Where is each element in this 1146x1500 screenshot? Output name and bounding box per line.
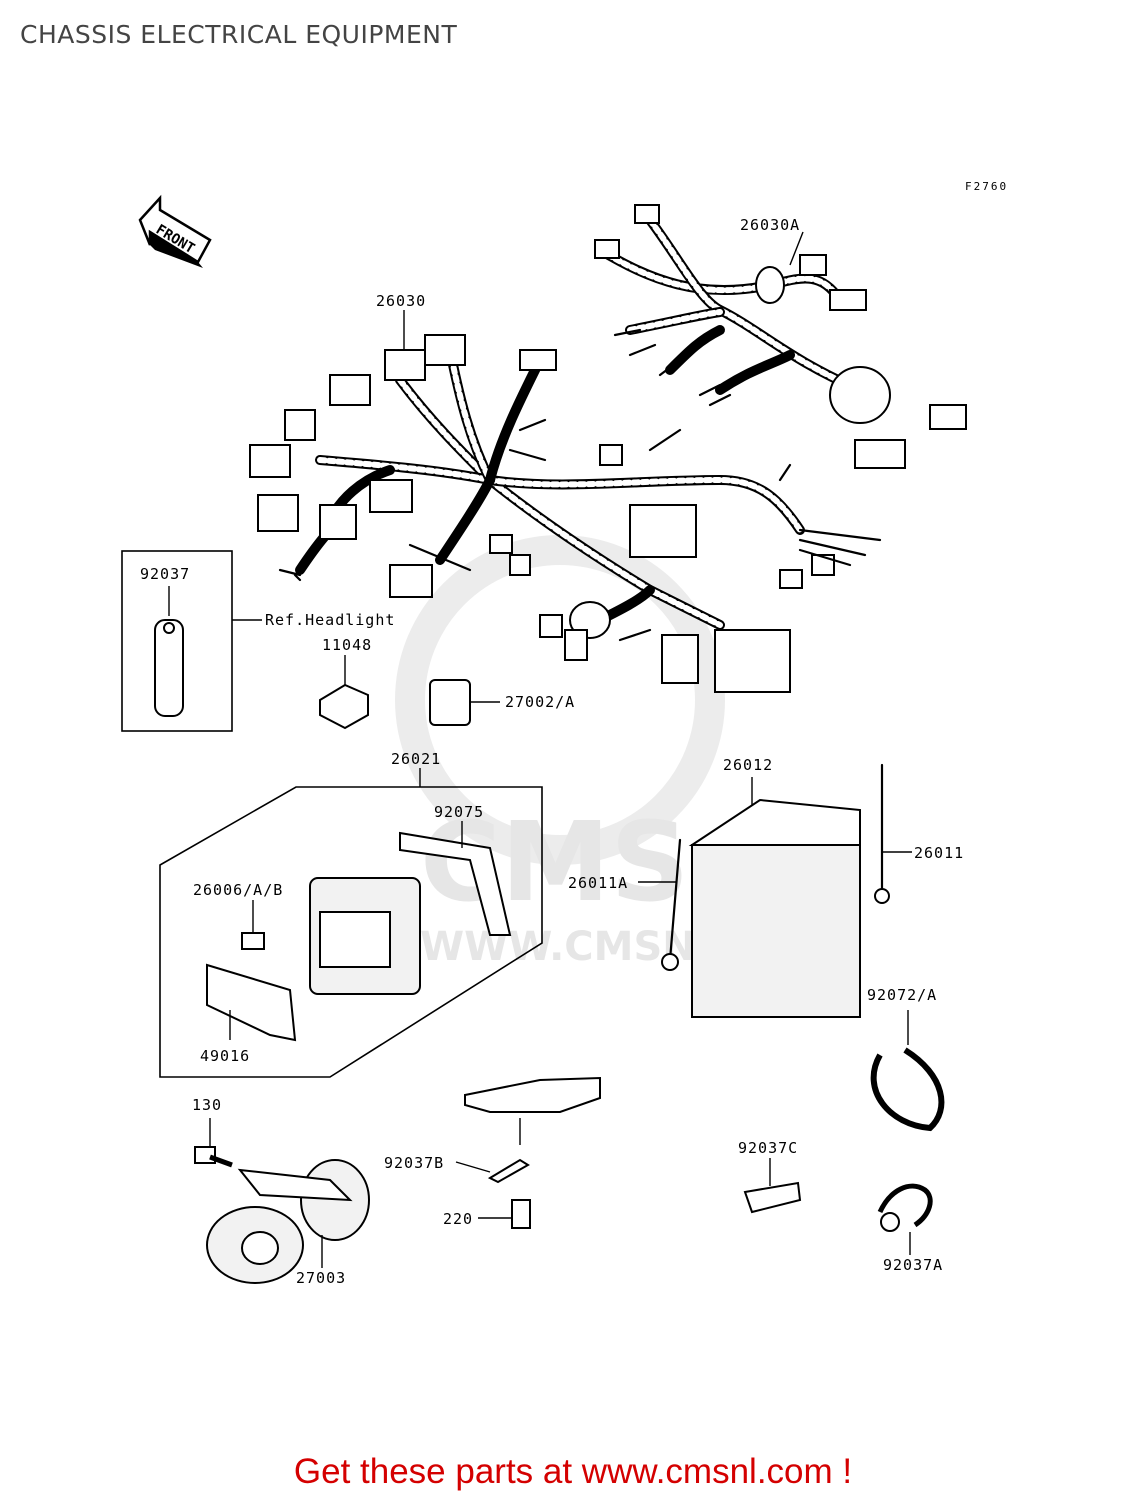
battery-26012 [688,777,861,1018]
callout-92037c: 92037C [738,1139,798,1157]
callout-27003: 27003 [296,1269,346,1287]
callout-130: 130 [192,1096,222,1114]
figure-code: F2760 [965,180,1008,193]
callout-92037b: 92037B [384,1154,444,1172]
bolt-130 [194,1118,233,1168]
bracket-92037b [455,1076,601,1184]
callout-220: 220 [443,1210,473,1228]
battery-cable-26011a [638,838,682,971]
callout-ref-headlight: Ref.Headlight [265,611,395,629]
bolt-220 [478,1199,531,1229]
callout-49016: 49016 [200,1047,250,1065]
fuse-box-inset-26021 [159,768,543,1078]
callout-26030a: 26030A [740,216,800,234]
bracket-11048 [319,683,369,730]
callout-92037a: 92037A [883,1256,943,1274]
battery-cable-26011 [874,763,912,904]
inset-92037 [121,550,262,732]
callout-92075: 92075 [434,803,484,821]
callout-92037: 92037 [140,565,190,583]
horn-27003 [206,1159,370,1284]
callout-26021: 26021 [391,750,441,768]
watermark-brand: CMS [420,798,689,926]
band-92072 [870,1010,945,1132]
callout-26011: 26011 [914,844,964,862]
callout-92072-a: 92072/A [867,986,937,1004]
callout-26011a: 26011A [568,874,628,892]
callout-26012: 26012 [723,756,773,774]
footer-link[interactable]: Get these parts at www.cmsnl.com ! [293,1452,853,1491]
relay-27002 [429,679,500,726]
callout-11048: 11048 [322,636,372,654]
clamp-92037a [877,1183,933,1255]
front-arrow-icon: FRONT [138,194,212,268]
sub-harness-26030a [594,204,967,469]
callout-27002-a: 27002/A [505,693,575,711]
callout-26006-a-b: 26006/A/B [193,881,283,899]
callout-26030: 26030 [376,292,426,310]
main-harness-26030 [249,334,882,693]
page-title: CHASSIS ELECTRICAL EQUIPMENT [20,20,458,49]
clip-92037c [743,1158,802,1214]
